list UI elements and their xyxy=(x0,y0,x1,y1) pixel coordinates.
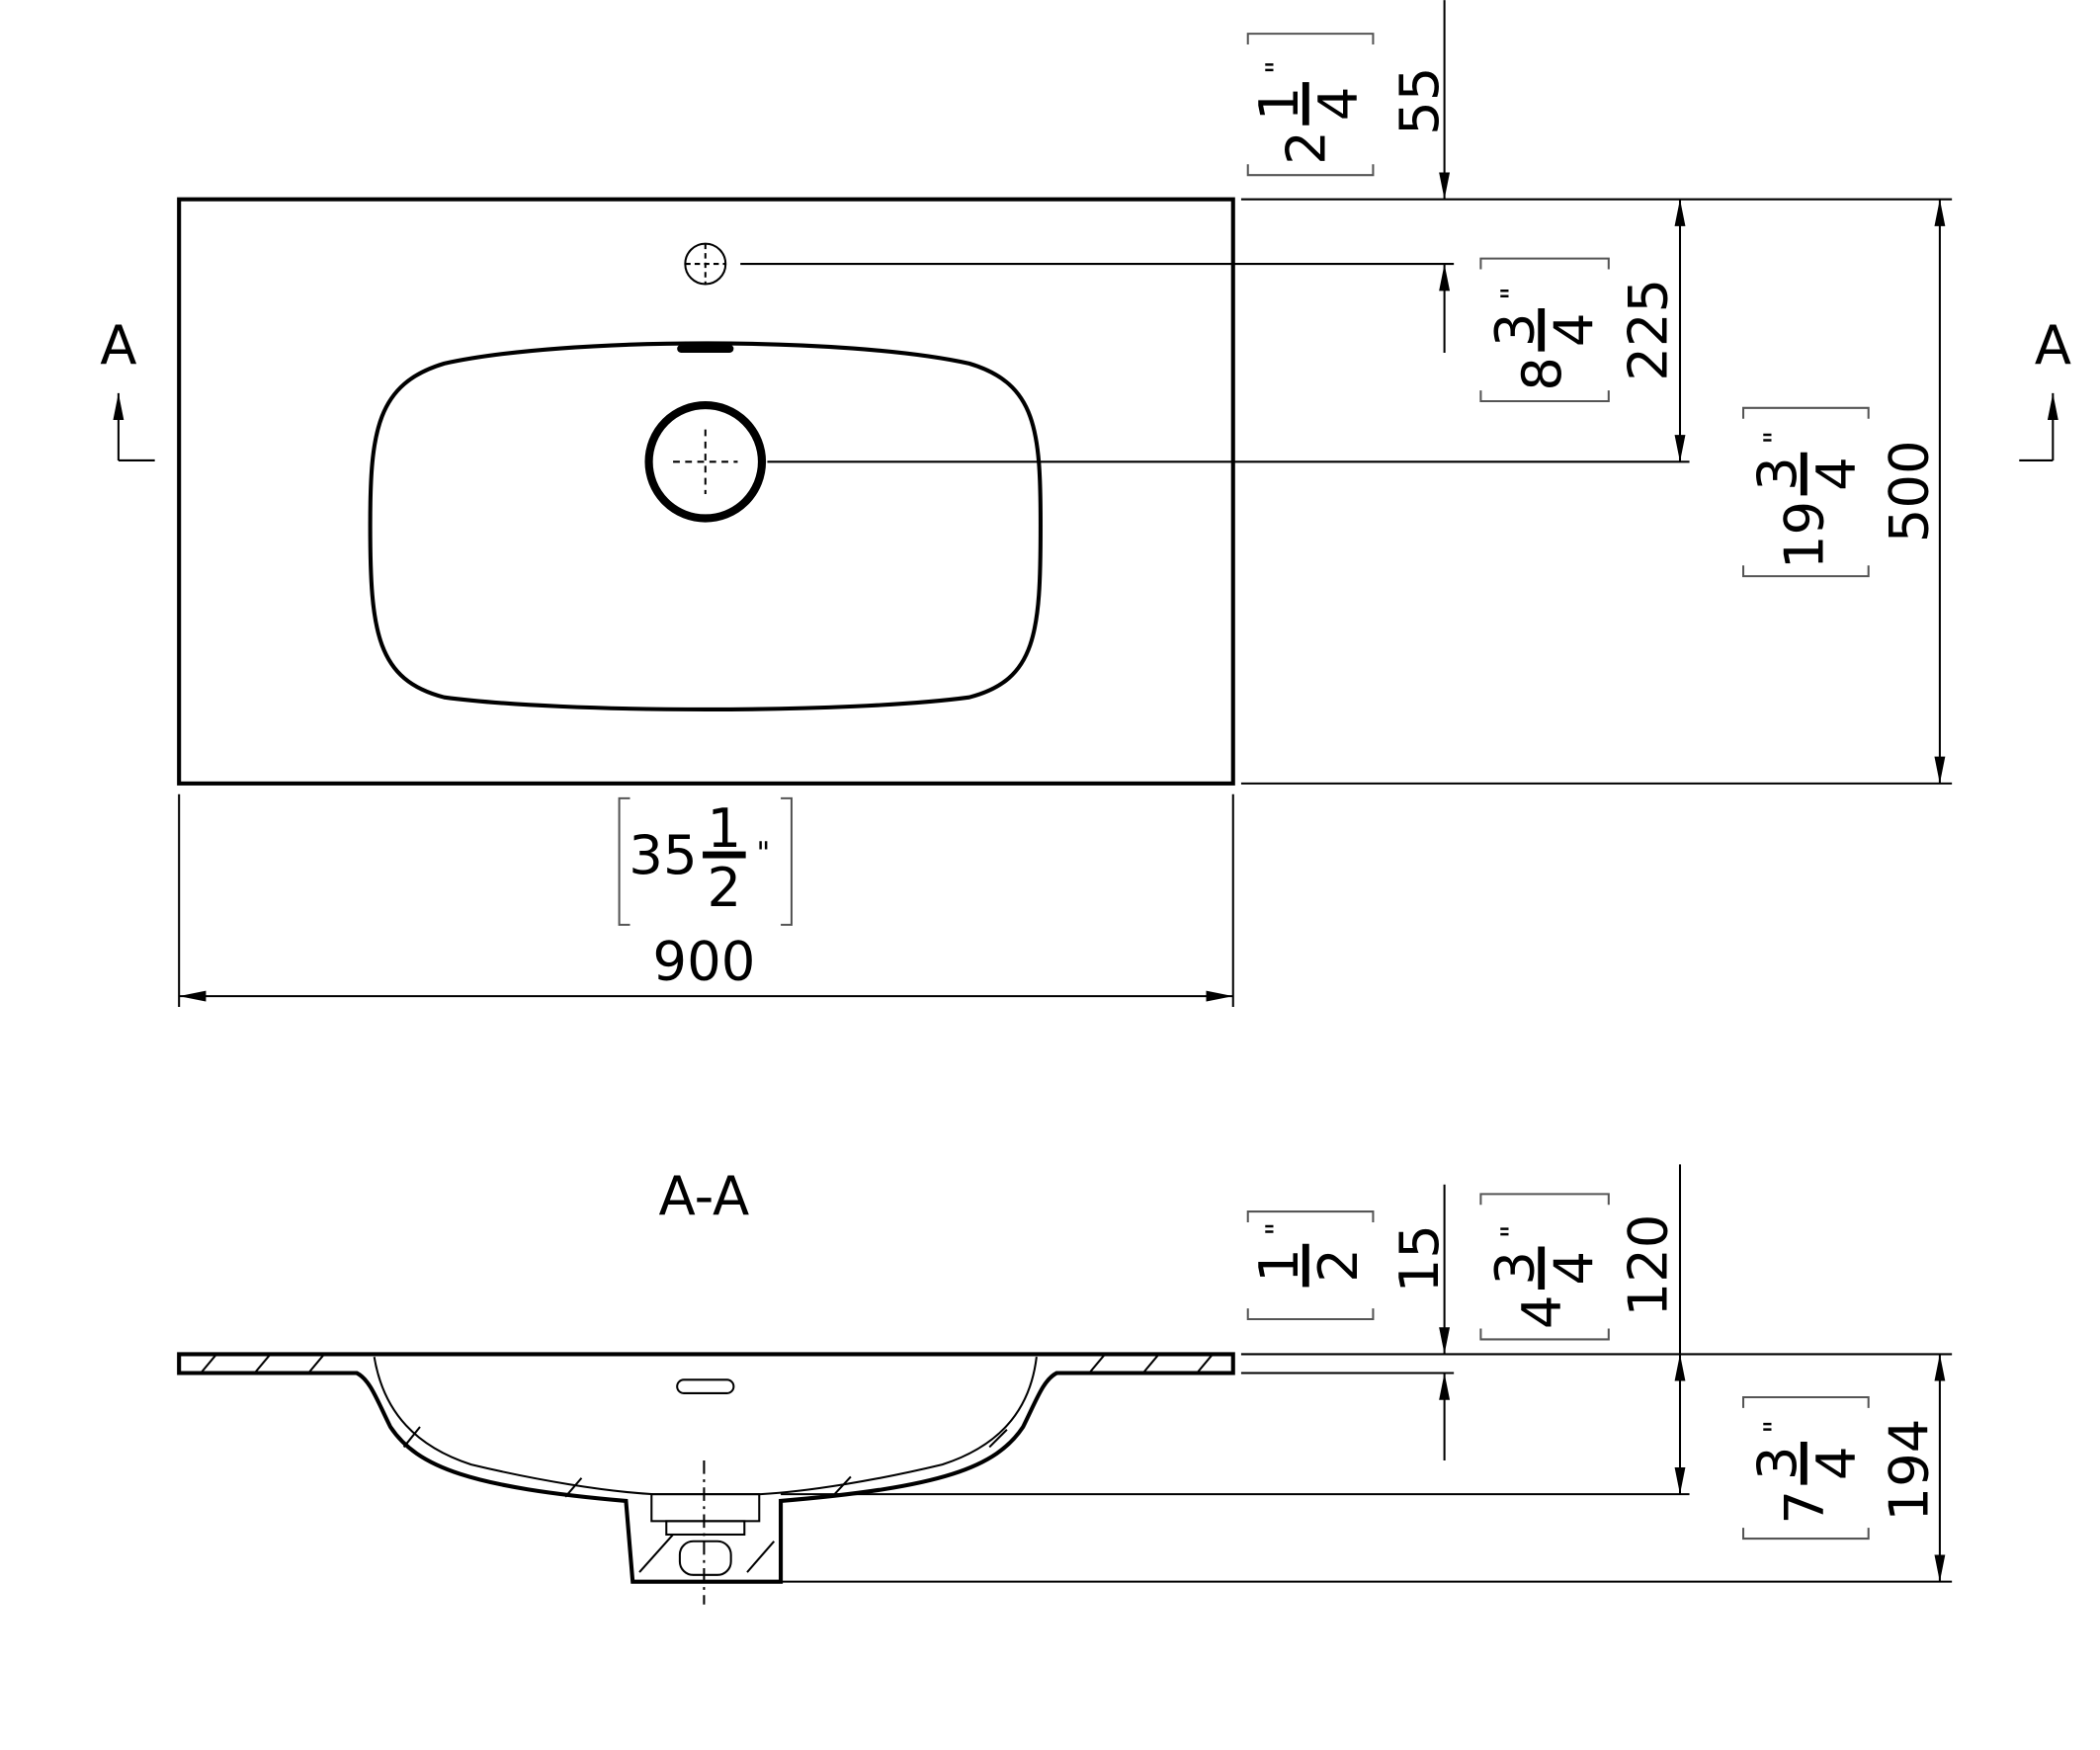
dimension-total-height: 194 7 3 4 " xyxy=(1742,1354,1946,1582)
dimensions-slab-thickness-num-text: 1 xyxy=(1247,1248,1310,1283)
section-outline xyxy=(177,1352,1235,1584)
dimensions-slab-thickness-inch-text: " xyxy=(1260,1222,1295,1236)
section-markers-left-text: A xyxy=(100,313,136,376)
basin-outline xyxy=(177,197,1235,786)
section-marker-right: A xyxy=(2019,313,2071,461)
dimensions-depth-inch-text: " xyxy=(1758,431,1793,445)
fraction-width: 35 1 2 " xyxy=(629,796,770,919)
dimensions-total-height-inch-text: " xyxy=(1758,1420,1793,1434)
dimensions-bowl-depth-den-text: 4 xyxy=(1542,1251,1605,1286)
dimensions-depth-whole-text: 19 xyxy=(1772,501,1835,569)
section-markers-right-text: A xyxy=(2035,313,2071,376)
dimension-tap-offset: 55 2 1 4 " xyxy=(1246,0,1451,353)
dimensions-drain-offset-num-text: 3 xyxy=(1483,312,1547,347)
dimensions-total-height-num-text: 3 xyxy=(1745,1446,1808,1480)
tap-hole xyxy=(684,242,727,286)
dimension-slab-thickness: 15 1 2 " xyxy=(1246,1184,1451,1461)
dimensions-width-mm-text: 900 xyxy=(652,930,755,993)
dimensions-tap-offset-whole-text: 2 xyxy=(1274,130,1337,165)
dimensions-total-height-mm-text: 194 xyxy=(1878,1419,1941,1522)
dimensions-width-den-text: 2 xyxy=(708,856,742,919)
dimensions-width-inch-text: " xyxy=(757,836,771,871)
dimensions-bowl-depth-num-text: 3 xyxy=(1483,1251,1547,1286)
dimension-width: 900 35 1 2 " xyxy=(178,793,1234,1007)
dimensions-drain-offset-mm-text: 225 xyxy=(1616,279,1679,381)
dimensions-drain-offset-inch-text: " xyxy=(1496,287,1531,300)
dimensions-width-whole-text: 35 xyxy=(629,823,697,886)
top-view: A A 900 35 1 2 " xyxy=(100,0,2071,1007)
dimension-bowl-depth: 120 4 3 4 " xyxy=(1479,1164,1686,1495)
drain-fitting xyxy=(650,1493,761,1576)
dimensions-width-num-text: 1 xyxy=(708,796,742,860)
dimensions-tap-offset-den-text: 4 xyxy=(1306,87,1370,122)
dimensions-total-height-whole-text: 7 xyxy=(1772,1490,1835,1525)
dimensions-slab-thickness-den-text: 2 xyxy=(1306,1248,1370,1283)
section-marker-left: A xyxy=(100,313,155,461)
dimensions-tap-offset-num-text: 1 xyxy=(1247,87,1310,122)
overflow-slot xyxy=(677,344,734,353)
dimensions-tap-offset-inch-text: " xyxy=(1260,60,1295,74)
section-view: A-A 15 1 xyxy=(177,1164,1953,1605)
dimensions-depth-mm-text: 500 xyxy=(1878,440,1941,542)
dimensions-tap-offset-mm-text: 55 xyxy=(1387,67,1451,135)
dimensions-drain-offset-whole-text: 8 xyxy=(1510,357,1573,391)
dimensions-depth-den-text: 4 xyxy=(1805,457,1868,491)
bowl-outline xyxy=(368,341,1044,711)
dimensions-bowl-depth-inch-text: " xyxy=(1496,1225,1531,1239)
dimension-depth: 500 19 3 4 " xyxy=(1742,199,1946,784)
dimensions-slab-thickness-mm-text: 15 xyxy=(1387,1224,1451,1292)
dimensions-depth-num-text: 3 xyxy=(1745,457,1808,491)
drain xyxy=(644,401,767,523)
dimension-drain-offset: 225 8 3 4 " xyxy=(1479,199,1686,462)
dimensions-drain-offset-den-text: 4 xyxy=(1542,312,1605,347)
dimensions-bowl-depth-whole-text: 4 xyxy=(1510,1295,1573,1330)
dimensions-total-height-den-text: 4 xyxy=(1805,1446,1868,1480)
section-title: A-A xyxy=(659,1164,750,1227)
overflow-slot-section xyxy=(676,1378,735,1394)
dimensions-bowl-depth-mm-text: 120 xyxy=(1616,1214,1679,1317)
bowl-inner-surface xyxy=(373,1356,1038,1496)
